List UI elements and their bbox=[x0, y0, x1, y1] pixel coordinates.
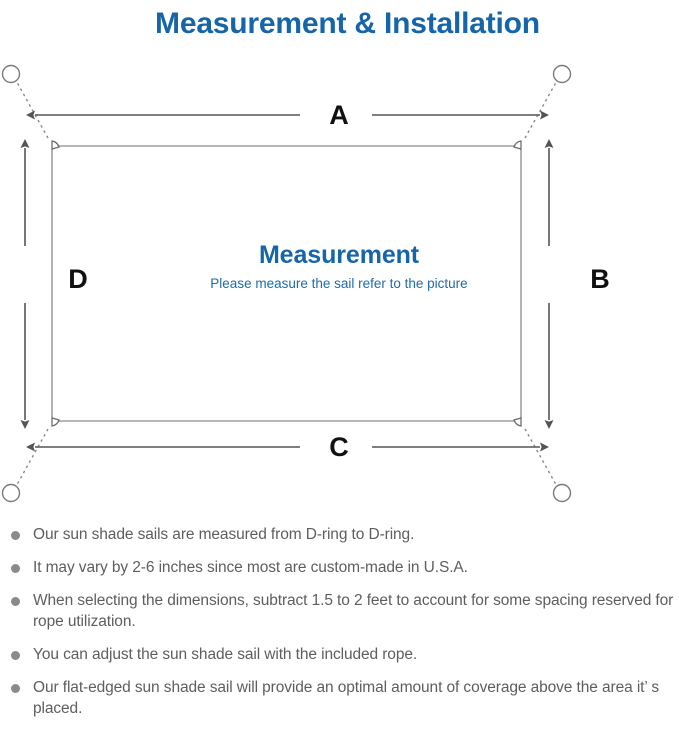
rope-line-bottom-left bbox=[13, 428, 49, 491]
sail-shape bbox=[51, 145, 522, 422]
list-item: Our flat-edged sun shade sail will provi… bbox=[0, 677, 679, 719]
d-ring-top-right bbox=[513, 140, 522, 150]
list-item: It may vary by 2-6 inches since most are… bbox=[0, 557, 679, 578]
page-title: Measurement & Installation bbox=[155, 7, 540, 40]
anchor-bottom-left-icon bbox=[1, 483, 21, 503]
bullet-icon bbox=[11, 597, 20, 606]
list-item-text: It may vary by 2-6 inches since most are… bbox=[33, 559, 468, 576]
list-item: When selecting the dimensions, subtract … bbox=[0, 590, 679, 632]
d-ring-top-left bbox=[51, 140, 60, 150]
bullet-icon bbox=[11, 651, 20, 660]
d-ring-bottom-left bbox=[51, 417, 60, 427]
bullet-icon bbox=[11, 531, 20, 540]
rope-line-top-left bbox=[13, 76, 49, 139]
list-item: You can adjust the sun shade sail with t… bbox=[0, 644, 679, 665]
anchor-top-right-icon bbox=[552, 64, 572, 84]
bullet-icon bbox=[11, 564, 20, 573]
anchor-bottom-right-icon bbox=[552, 483, 572, 503]
list-item: Our sun shade sails are measured from D-… bbox=[0, 524, 679, 545]
rope-line-bottom-right bbox=[524, 428, 560, 491]
list-item-text: Our sun shade sails are measured from D-… bbox=[33, 526, 415, 543]
anchor-top-left-icon bbox=[1, 64, 21, 84]
diagram-svg bbox=[1, 64, 572, 503]
anchor-points bbox=[1, 64, 572, 503]
list-item-text: You can adjust the sun shade sail with t… bbox=[33, 646, 418, 663]
d-ring-bottom-right bbox=[513, 417, 522, 427]
measurement-diagram: A B C D Measurement Please measure the s… bbox=[0, 50, 679, 510]
list-item-text: When selecting the dimensions, subtract … bbox=[33, 592, 674, 630]
list-item-text: Our flat-edged sun shade sail will provi… bbox=[33, 679, 659, 717]
rope-line-top-right bbox=[524, 76, 560, 139]
notes-list: Our sun shade sails are measured from D-… bbox=[0, 524, 679, 731]
bullet-icon bbox=[11, 684, 20, 693]
